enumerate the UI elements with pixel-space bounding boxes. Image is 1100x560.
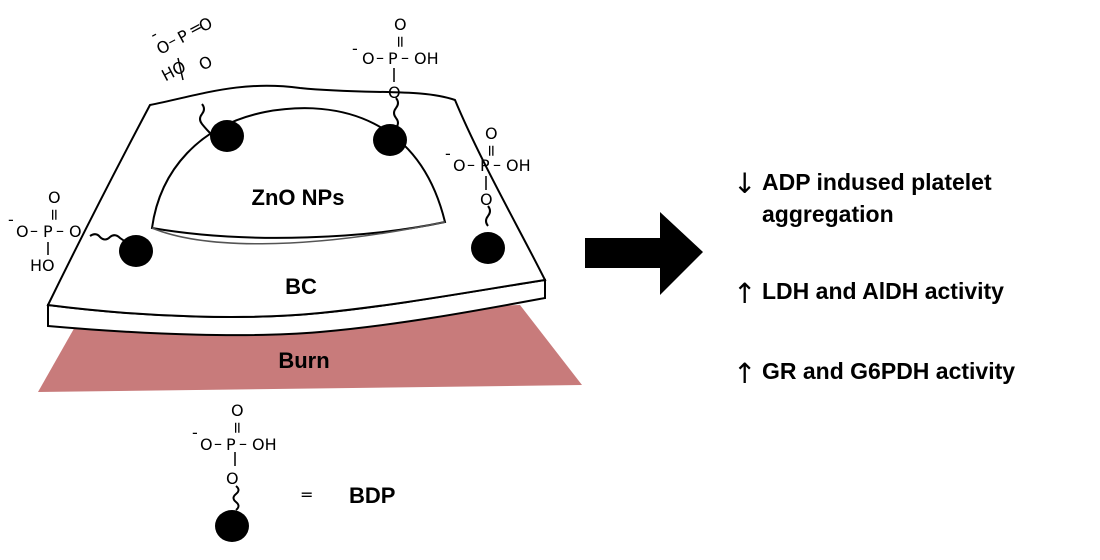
linker-wave-3	[485, 205, 491, 227]
effect-line: LDH and AlDH activity	[762, 278, 1004, 304]
linking-oxygen: O	[226, 469, 239, 488]
legend-equals: =	[300, 485, 313, 504]
phosphorus-atom: P	[480, 156, 490, 175]
charge-sign: -	[352, 39, 358, 58]
arrow-down-icon: ↓	[733, 167, 756, 200]
bond-line: –	[467, 155, 475, 174]
bdp-bead	[210, 120, 244, 152]
oxygen-atom: O	[394, 15, 407, 34]
oxygen-atom: O	[485, 124, 498, 143]
hydroxyl-group: HO	[158, 57, 189, 85]
zno-nps-label: ZnO NPs	[252, 185, 345, 210]
zno-dome-base	[151, 221, 446, 245]
effect-line: aggregation	[762, 201, 894, 227]
bdp-bead	[471, 232, 505, 264]
bead-group	[119, 120, 505, 267]
effect-line: GR and G6PDH activity	[762, 358, 1015, 384]
linker-wave-1	[199, 103, 211, 134]
bond-line: –	[493, 155, 501, 174]
bdp-bead	[215, 510, 249, 542]
charge-sign: -	[8, 210, 14, 229]
linking-oxygen: O	[480, 190, 493, 209]
linker-wave-legend	[232, 485, 240, 511]
effect-line: ADP indused platelet	[762, 169, 992, 195]
linking-oxygen: O	[388, 83, 401, 102]
bdp-bead	[119, 235, 153, 267]
bond-line	[177, 57, 184, 81]
double-bond: =	[482, 144, 501, 157]
double-bond: =	[391, 35, 410, 48]
bdp-legend: O = - O – P – OH O	[192, 401, 277, 488]
linker-group	[89, 97, 491, 245]
oxygen-atom: O	[48, 188, 61, 207]
linker-wave-2	[393, 97, 399, 129]
hydroxyl-group: HO	[30, 256, 55, 275]
effect-list: ↓ ADP indused platelet aggregation ↑ LDH…	[733, 167, 1015, 390]
phosphorus-atom: P	[388, 49, 398, 68]
hydroxyl-group: OH	[506, 156, 531, 175]
charge-sign: -	[192, 423, 198, 442]
bond-line: –	[401, 48, 409, 67]
oxygen-atom: O	[453, 156, 466, 175]
bond-line: –	[239, 434, 247, 453]
hydroxyl-group: OH	[252, 435, 277, 454]
arrow-up-icon: ↑	[733, 277, 756, 310]
oxygen-atom: O	[16, 222, 29, 241]
phosphorus-atom: P	[43, 222, 53, 241]
hydroxyl-group: OH	[414, 49, 439, 68]
linking-oxygen: O	[69, 222, 82, 241]
oxygen-atom: O	[231, 401, 244, 420]
burn-label: Burn	[278, 348, 329, 373]
double-bond: =	[228, 421, 247, 434]
linking-oxygen: O	[196, 52, 216, 75]
phosphate-group: - O – P = O HO O	[147, 13, 216, 85]
charge-sign: -	[445, 144, 451, 163]
bond-line: –	[30, 221, 38, 240]
bdp-bead	[373, 124, 407, 156]
linker-wave-4	[89, 233, 133, 245]
bc-label: BC	[285, 274, 317, 299]
arrow-up-icon: ↑	[733, 357, 756, 390]
result-arrow	[585, 212, 703, 295]
oxygen-atom: O	[200, 435, 213, 454]
bond-line: –	[376, 48, 384, 67]
phosphorus-atom: P	[226, 435, 236, 454]
legend-bdp-label: BDP	[349, 483, 395, 508]
oxygen-atom: O	[362, 49, 375, 68]
phosphate-group: O = - O – P – O HO	[8, 188, 82, 275]
bond-line: –	[56, 221, 64, 240]
phosphate-group: O = - O – P – OH O	[445, 124, 531, 209]
double-bond: =	[45, 208, 64, 221]
phosphate-group: O = - O – P – OH O	[352, 15, 439, 102]
bond-line: –	[214, 434, 222, 453]
